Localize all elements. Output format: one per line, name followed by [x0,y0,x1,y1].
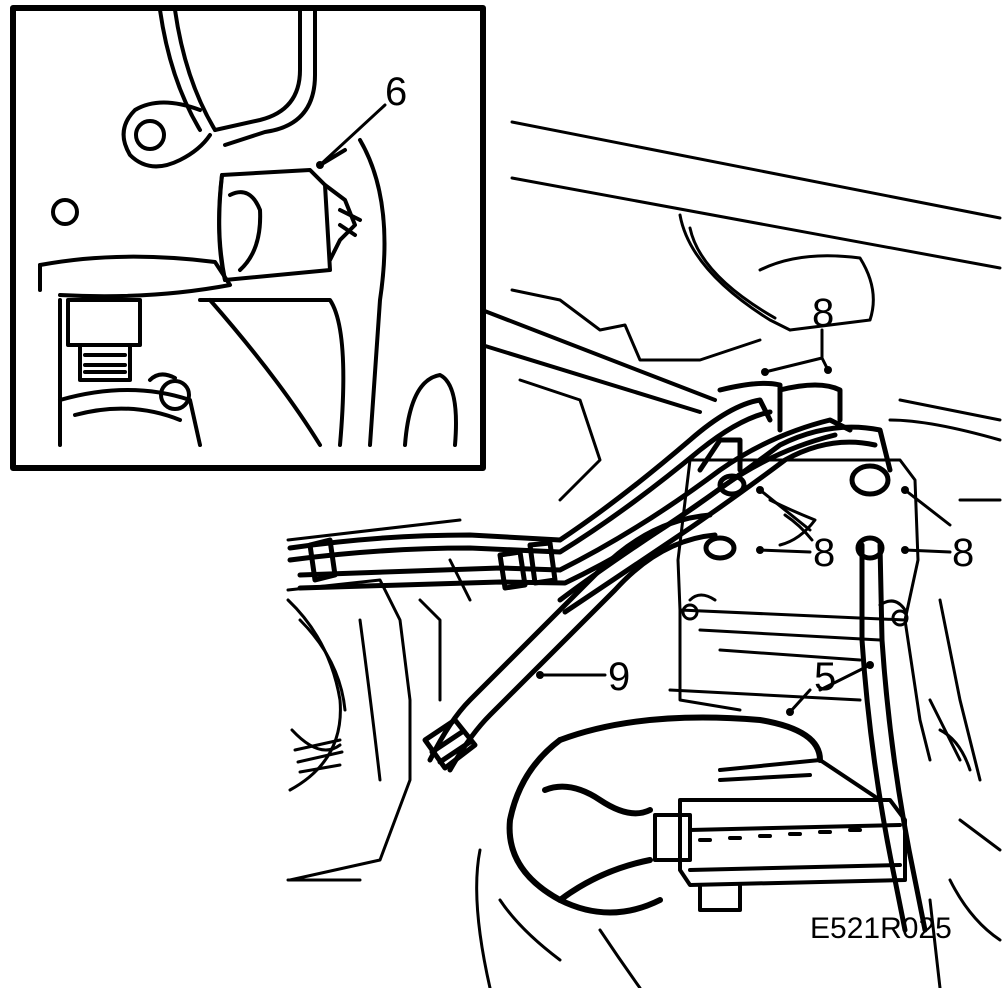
leader-lines [538,328,952,714]
intake-hose [506,714,823,916]
figure-reference: E521R025 [810,912,952,945]
callout-6: 6 [385,70,407,114]
leader-dots [536,366,909,716]
callout-9: 9 [608,655,630,699]
callout-8-mid: 8 [813,531,835,575]
inset-pointer [480,308,717,414]
return-hose-9 [422,512,718,773]
lower-components [286,698,1002,988]
control-unit-connector [653,758,907,912]
body-structure [510,120,1002,852]
reservoir [286,518,472,882]
callout-8-top: 8 [812,291,834,335]
callout-5: 5 [814,655,836,699]
inset-leader-line [318,103,387,167]
hydraulic-unit-block [668,458,932,762]
callout-8-right: 8 [952,531,974,575]
inset-detail [38,8,458,447]
pipe-to-ecu [859,542,928,933]
